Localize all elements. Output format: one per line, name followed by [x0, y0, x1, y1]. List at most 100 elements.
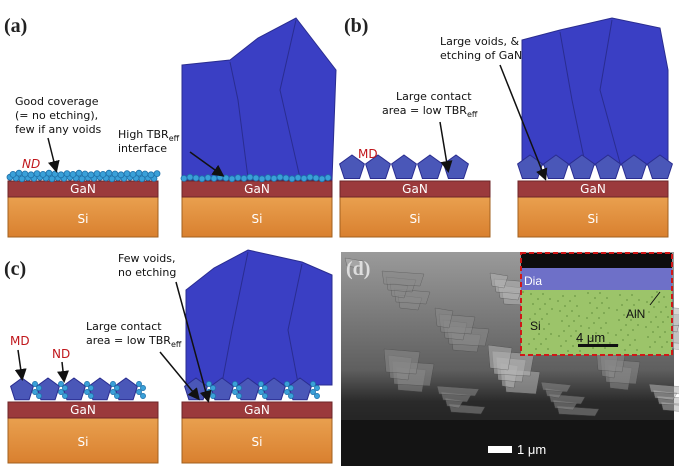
- nd-particle: [262, 393, 268, 399]
- panel-b-right-stack: [517, 17, 673, 238]
- nd-particle: [140, 385, 146, 391]
- md-particle: [339, 154, 365, 179]
- dia-label: Dia: [524, 274, 542, 288]
- panel-b-label: (b): [344, 15, 368, 37]
- si-label: Si: [410, 212, 421, 226]
- nd-particles: [180, 173, 332, 183]
- note-line: Large contact: [396, 90, 472, 103]
- nd-particle: [141, 170, 149, 178]
- gan-layer: [181, 401, 333, 419]
- nd-particle: [58, 389, 64, 395]
- nd-particle: [135, 169, 143, 177]
- nd-particle: [312, 174, 320, 182]
- nd-particle: [51, 170, 59, 178]
- inset-scale-label: 4 μm: [576, 330, 605, 345]
- nd-particle: [306, 173, 314, 181]
- nd-particle: [62, 385, 68, 391]
- si-layer: [517, 196, 669, 238]
- si-label: Si: [78, 212, 89, 226]
- note-line: area = low TBReff: [86, 334, 182, 349]
- nd-particle: [114, 385, 120, 391]
- gan-label: GaN: [402, 182, 428, 196]
- si-layer: [181, 196, 333, 238]
- gan-label: GaN: [580, 182, 606, 196]
- nd-particle: [117, 171, 125, 179]
- md-particle: [647, 154, 673, 179]
- nd-particle: [9, 170, 17, 178]
- nd-particle: [318, 175, 326, 183]
- note-line: Large contact: [86, 320, 162, 333]
- md-label: MD: [358, 147, 378, 161]
- si-layer: [7, 417, 159, 464]
- gan-layer: [339, 180, 491, 198]
- nd-particle: [111, 170, 119, 178]
- nd-particle: [114, 393, 120, 399]
- nd-particle: [88, 385, 94, 391]
- sem-image: [341, 252, 679, 466]
- md-particles: [184, 377, 320, 401]
- aln-label: AlN: [626, 307, 645, 321]
- nd-particle: [246, 173, 254, 181]
- gan-layer: [517, 180, 669, 198]
- panel-a-label: (a): [4, 15, 27, 37]
- arrow: [159, 351, 200, 401]
- note-line: (= no etching),: [15, 109, 98, 122]
- panel-a-right-stack: [180, 17, 337, 238]
- nd-particle: [147, 171, 155, 179]
- nd-particle: [198, 175, 206, 183]
- md-label: MD: [10, 334, 30, 348]
- nd-particle: [32, 381, 38, 387]
- nd-particle: [69, 170, 77, 178]
- nd-particle: [232, 381, 238, 387]
- nd-particle: [129, 170, 137, 178]
- nd-particle: [63, 170, 71, 178]
- arrow: [14, 349, 27, 381]
- nd-particle: [21, 170, 29, 178]
- arrow: [47, 137, 60, 173]
- nd-particle: [314, 393, 320, 399]
- arrow: [499, 64, 548, 181]
- nd-particle: [210, 174, 218, 182]
- md-particle: [621, 154, 647, 179]
- md-particle: [365, 154, 391, 179]
- md-particle: [288, 377, 312, 401]
- sem-inset: [520, 252, 673, 356]
- si-layer: [339, 196, 491, 238]
- nd-particle: [186, 173, 194, 181]
- nd-particle: [258, 381, 264, 387]
- note-line: few if any voids: [15, 123, 102, 136]
- md-particles: [517, 154, 673, 179]
- nd-particle: [84, 389, 90, 395]
- md-particle: [391, 154, 417, 179]
- panel-c-label: (c): [4, 258, 26, 280]
- si-layer: [7, 196, 159, 238]
- md-particle: [569, 154, 595, 179]
- gan-label: GaN: [244, 403, 270, 417]
- panel-d-label: (d): [346, 258, 370, 280]
- nd-particles: [6, 169, 161, 183]
- md-particle: [417, 154, 443, 179]
- note-line: etching of GaN: [440, 49, 522, 62]
- nd-particle: [210, 393, 216, 399]
- panel-b-left-stack: [339, 154, 491, 238]
- nd-particle: [234, 174, 242, 182]
- nd-particle: [310, 381, 316, 387]
- nd-particle: [110, 381, 116, 387]
- nd-label: ND: [22, 157, 40, 171]
- nd-particle: [284, 381, 290, 387]
- gan-label: GaN: [70, 182, 96, 196]
- nd-particle: [204, 174, 212, 182]
- nd-particle: [258, 175, 266, 183]
- nd-particle: [39, 170, 47, 178]
- note-line: Large voids, &: [440, 35, 519, 48]
- nd-particle: [15, 169, 23, 177]
- nd-particle: [270, 174, 278, 182]
- inset-scale-bar: [578, 344, 618, 347]
- arrow: [439, 121, 453, 173]
- scale-label: 1 μm: [517, 442, 546, 457]
- nd-particle: [206, 389, 212, 395]
- nd-particle: [110, 389, 116, 395]
- note-line: area = low TBReff: [382, 104, 478, 119]
- md-particle: [543, 154, 569, 179]
